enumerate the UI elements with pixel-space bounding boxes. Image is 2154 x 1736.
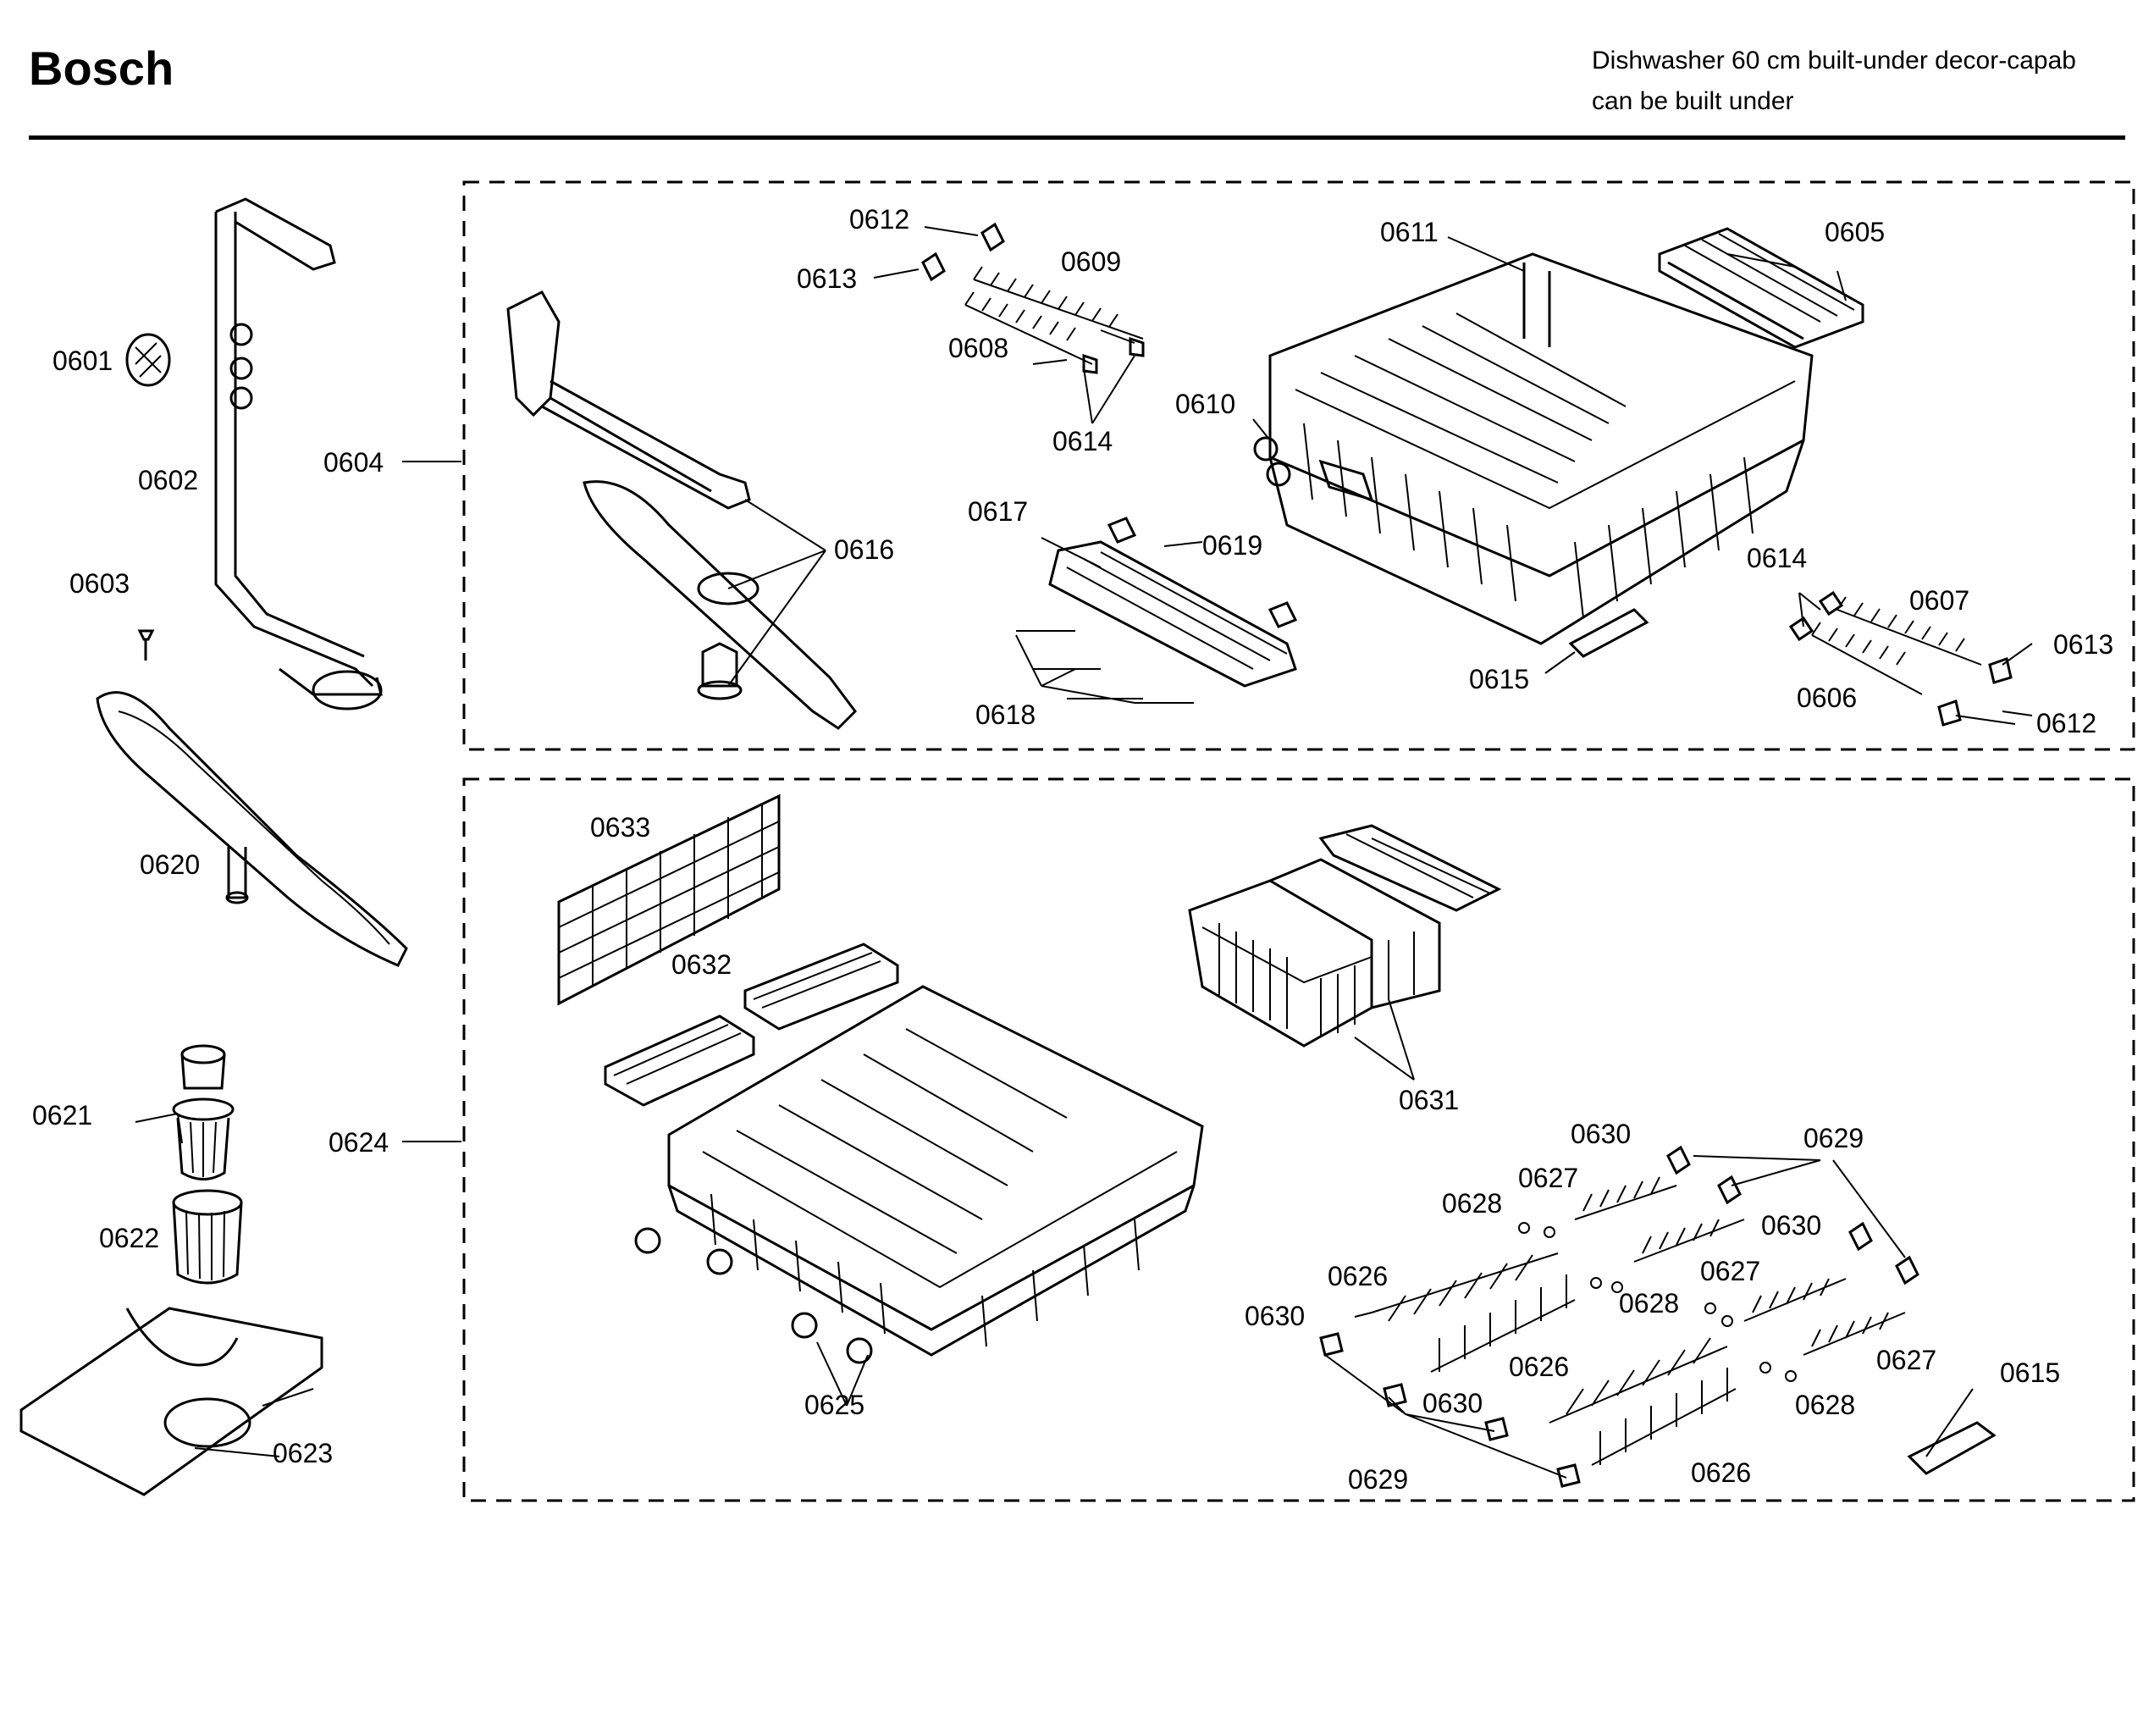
part-label-0609: 0609 (1061, 246, 1121, 277)
leader-lines (135, 226, 2033, 1479)
part-label-0618: 0618 (975, 699, 1036, 730)
grid-insert-drawing (557, 793, 781, 1006)
part-label-0624: 0624 (329, 1127, 389, 1158)
part-label-0629a: 0629 (1803, 1123, 1864, 1153)
part-label-0630a: 0630 (1571, 1119, 1631, 1149)
part-label-0623: 0623 (273, 1438, 333, 1468)
part-label-0630c: 0630 (1245, 1301, 1305, 1331)
folding-spikes-drawing (604, 943, 899, 1107)
nozzle-drawing (125, 333, 171, 387)
fine-filter-plate-drawing (19, 1307, 323, 1496)
part-label-0607: 0607 (1909, 585, 1969, 616)
part-label-0630d: 0630 (1422, 1388, 1483, 1418)
upper-basket-drawing (1253, 252, 1814, 645)
part-label-0610: 0610 (1175, 389, 1235, 419)
part-label-0626a: 0626 (1328, 1261, 1388, 1291)
part-label-0611: 0611 (1380, 217, 1439, 247)
filter-drawing (172, 1044, 235, 1180)
part-label-0627b: 0627 (1700, 1256, 1760, 1286)
part-label-0608: 0608 (948, 333, 1008, 363)
part-label-0629b: 0629 (1348, 1464, 1408, 1495)
header-rule (29, 135, 2125, 140)
spray-supply-pipe-drawing (214, 197, 383, 710)
model-description-line2: can be built under (1592, 87, 1794, 115)
part-label-0604: 0604 (323, 447, 384, 478)
part-label-0602: 0602 (138, 465, 198, 495)
part-label-0612b: 0612 (2036, 708, 2096, 738)
part-label-0620: 0620 (140, 849, 200, 880)
model-description: Dishwasher 60 cm built-under decor-capab (1592, 47, 2076, 75)
part-label-0626c: 0626 (1691, 1457, 1751, 1488)
tine-rows-drawing-lower (1319, 1145, 1919, 1488)
part-label-0619: 0619 (1202, 530, 1262, 561)
part-label-0631: 0631 (1399, 1085, 1459, 1115)
part-label-0614b: 0614 (1747, 543, 1807, 573)
part-label-0626b: 0626 (1509, 1352, 1569, 1382)
part-label-0612a: 0612 (849, 204, 909, 235)
part-label-0633: 0633 (590, 812, 650, 843)
upper-spray-arm-supply-drawing (506, 290, 857, 730)
part-label-0613b: 0613 (2053, 629, 2113, 660)
screw-drawing (137, 629, 155, 661)
part-label-0627c: 0627 (1876, 1345, 1936, 1375)
part-label-0603: 0603 (69, 568, 130, 599)
lower-basket-drawing (634, 985, 1204, 1364)
part-label-0613a: 0613 (797, 263, 857, 294)
lower-spray-arm-drawing (96, 691, 408, 967)
part-label-0615a: 0615 (1469, 664, 1529, 694)
part-label-0628b: 0628 (1619, 1288, 1679, 1319)
tine-row-drawing-upper-right (1788, 590, 2013, 727)
part-label-0628c: 0628 (1795, 1390, 1855, 1420)
cutlery-basket-drawing (1188, 824, 1502, 1048)
part-label-0630b: 0630 (1761, 1210, 1821, 1241)
cup-shelf-drawing (1658, 227, 1864, 349)
microfilter-drawing (172, 1189, 243, 1285)
brand-title: Bosch (29, 41, 174, 95)
part-label-0617: 0617 (968, 496, 1028, 527)
lower-basket-group-box (462, 777, 2135, 1502)
part-label-0605: 0605 (1825, 217, 1885, 247)
part-label-0632: 0632 (671, 949, 732, 980)
part-label-0628a: 0628 (1442, 1188, 1502, 1219)
part-label-0615b: 0615 (2000, 1357, 2060, 1388)
part-label-0627a: 0627 (1518, 1163, 1578, 1193)
part-label-0621: 0621 (32, 1100, 92, 1131)
part-label-0616: 0616 (834, 534, 894, 565)
handle-drawing-upper (1568, 608, 1649, 658)
cup-shelf-lower-drawing (1016, 517, 1298, 704)
upper-basket-group-box (462, 180, 2135, 751)
part-label-0601: 0601 (52, 346, 113, 376)
part-label-0614a: 0614 (1052, 426, 1113, 456)
part-label-0625: 0625 (804, 1390, 864, 1420)
part-label-0622: 0622 (99, 1223, 159, 1253)
part-label-0606: 0606 (1797, 683, 1857, 713)
handle-drawing-lower (1907, 1421, 1997, 1475)
tine-row-drawing-upper-left (921, 222, 1145, 374)
